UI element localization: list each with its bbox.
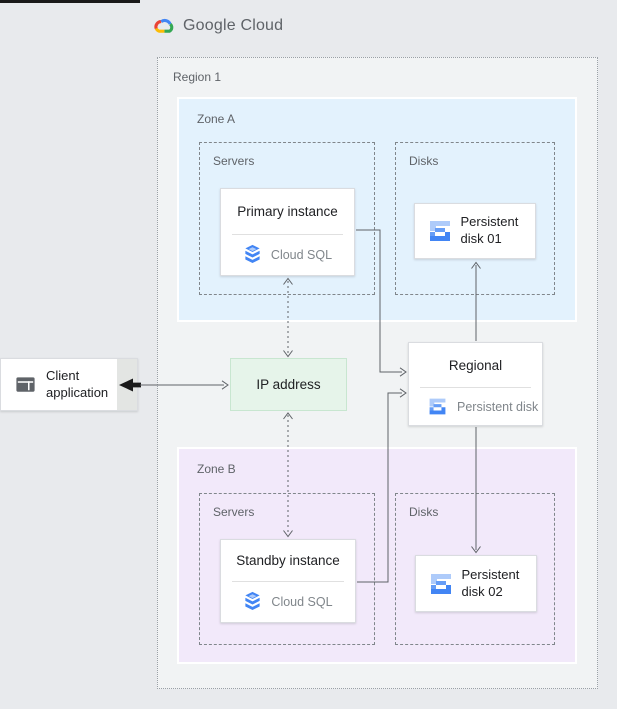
zone-a-disks-label: Disks	[409, 154, 439, 168]
persistent-disk-icon	[429, 221, 450, 241]
regional-product: Persistent disk	[409, 388, 542, 425]
client-app-icon	[16, 377, 35, 392]
client-application-label: Client application	[46, 367, 109, 400]
persistent-disk-01-card: Persistent disk 01	[414, 203, 536, 259]
persistent-disk-icon	[429, 398, 446, 415]
standby-instance-title: Standby instance	[236, 553, 340, 568]
cloud-sql-icon	[245, 591, 261, 610]
zone-a-label: Zone A	[197, 112, 236, 126]
cloud-sql-label: Cloud SQL	[271, 595, 333, 609]
cloud-sql-icon	[245, 244, 260, 263]
persistent-disk-02-label: Persistent disk 02	[461, 566, 520, 599]
regional-disk-card: Regional Persistent disk	[408, 342, 543, 426]
zone-b-disks-label: Disks	[409, 505, 439, 519]
primary-instance-product: Cloud SQL	[221, 235, 354, 275]
cloud-sql-label: Cloud SQL	[270, 248, 333, 262]
standby-instance-card: Standby instance Cloud SQL	[220, 539, 356, 623]
card-divider	[420, 387, 531, 388]
brand-label: Google Cloud	[183, 16, 284, 34]
ip-address-label: IP address	[256, 377, 321, 392]
regional-disk-label: Persistent disk	[457, 399, 539, 414]
regional-title: Regional	[448, 357, 503, 373]
persistent-disk-02-card: Persistent disk 02	[415, 555, 537, 612]
client-application-card: Client application	[0, 358, 138, 411]
zone-a-servers-group: Servers	[199, 142, 375, 295]
top-black-bar	[0, 0, 140, 3]
primary-instance-card: Primary instance Cloud SQL	[220, 188, 355, 276]
ip-address-box: IP address	[230, 358, 347, 411]
persistent-disk-icon	[430, 573, 451, 594]
primary-instance-title: Primary instance	[237, 204, 338, 219]
card-divider	[232, 234, 343, 235]
zone-a-servers-label: Servers	[213, 154, 255, 168]
zone-b-servers-label: Servers	[213, 505, 255, 519]
region-label: Region 1	[173, 70, 222, 84]
google-cloud-logo-icon	[154, 18, 174, 33]
google-cloud-brand: Google Cloud	[151, 16, 283, 35]
persistent-disk-01-label: Persistent disk 01	[460, 214, 519, 246]
zone-b-label: Zone B	[197, 462, 236, 476]
card-divider	[232, 581, 344, 582]
client-card-strip	[117, 359, 137, 410]
standby-instance-product: Cloud SQL	[221, 582, 355, 622]
zone-a-disks-group: Disks	[395, 142, 555, 295]
